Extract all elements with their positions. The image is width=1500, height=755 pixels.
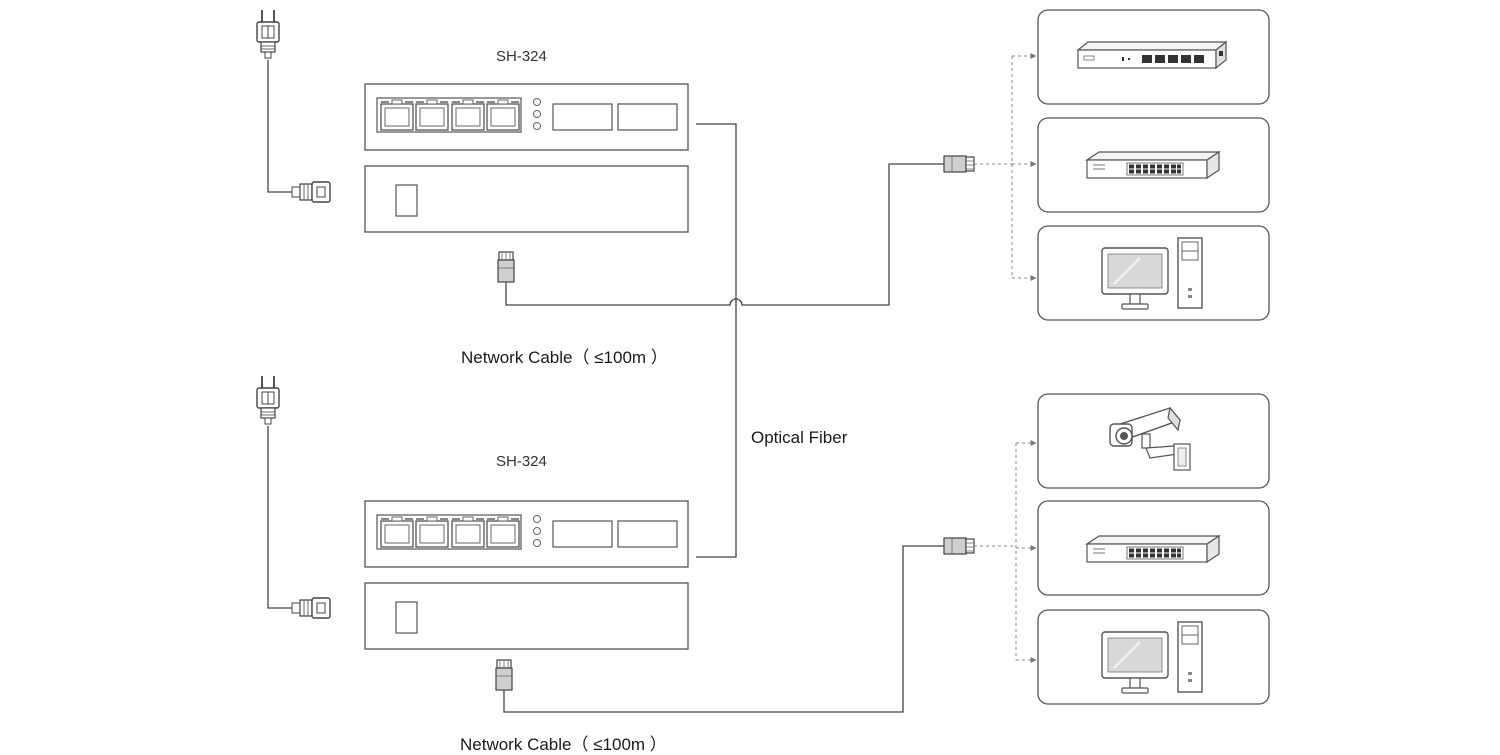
rj45-port: [451, 99, 485, 131]
router-icon: [1076, 40, 1228, 70]
power-cord: [267, 60, 292, 193]
rj45-connector-icon: [943, 155, 975, 173]
optical-fiber-line: [696, 123, 737, 558]
rj45-port: [486, 516, 520, 548]
status-led: [533, 122, 541, 130]
power-connector-icon: [291, 597, 331, 619]
status-led: [533, 527, 541, 535]
rj45-connector-icon: [943, 537, 975, 555]
status-led: [533, 539, 541, 547]
top-section: [256, 9, 1270, 321]
device-rear-panel: [364, 582, 689, 650]
rj45-port: [486, 99, 520, 131]
sfp-port: [617, 103, 678, 131]
power-plug-icon: [256, 9, 280, 59]
endpoint-box-camera: [1037, 393, 1270, 489]
power-plug-icon: [256, 375, 280, 425]
rj45-plug-icon: [495, 659, 513, 691]
network-cable-label-bottom: Network Cable（ ≤100m ）: [460, 735, 667, 754]
status-led: [533, 110, 541, 118]
rj45-port: [380, 99, 414, 131]
bottom-section: [256, 375, 1270, 713]
rj45-port: [451, 516, 485, 548]
sfp-port: [552, 103, 613, 131]
network-switch-icon: [1086, 151, 1220, 179]
power-socket: [395, 184, 418, 217]
security-camera-icon: [1109, 406, 1191, 471]
device-rear-panel: [364, 165, 689, 233]
device-model-label-bottom: SH-324: [496, 453, 547, 470]
rj45-port: [415, 99, 449, 131]
rj45-plug-icon: [497, 251, 515, 283]
network-cable-label-top: Network Cable（ ≤100m ）: [461, 348, 668, 367]
rj45-port: [380, 516, 414, 548]
sfp-port: [617, 520, 678, 548]
power-cord: [267, 426, 292, 609]
status-led: [533, 515, 541, 523]
status-led: [533, 98, 541, 106]
device-model-label-top: SH-324: [496, 48, 547, 65]
network-switch-icon: [1086, 535, 1220, 563]
power-socket: [395, 601, 418, 634]
rj45-port: [415, 516, 449, 548]
sfp-port: [552, 520, 613, 548]
power-connector-icon: [291, 181, 331, 203]
network-cable-top: [505, 163, 944, 306]
network-cable-bottom: [503, 545, 944, 713]
optical-fiber-label: Optical Fiber: [751, 428, 848, 447]
